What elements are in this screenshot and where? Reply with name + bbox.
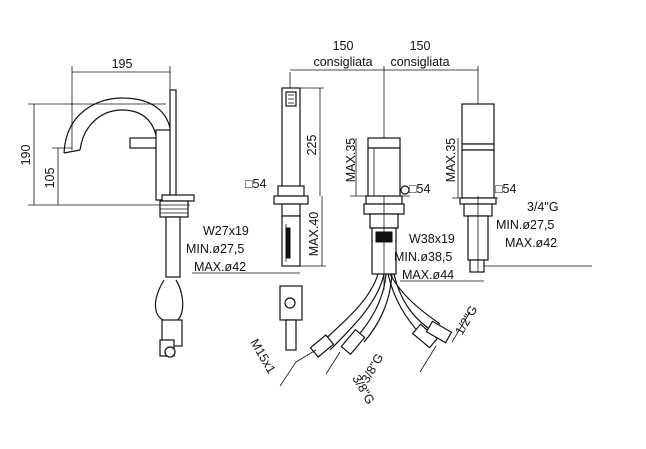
mixer-max-hole: MAX.ø44 (402, 268, 454, 282)
mixer-thread: W38x19 (409, 232, 455, 246)
mixer-min-hole: MIN.ø38,5 (394, 250, 452, 264)
handshower-view: 225 MAX.40 (273, 72, 326, 351)
hose-m15x1: M15x1 (247, 337, 278, 377)
spout-min-hole: MIN.ø27,5 (186, 242, 244, 256)
spout-thread: W27x19 (203, 224, 249, 238)
dim-190: 190 (19, 145, 33, 166)
dim-max-40: MAX.40 (307, 212, 321, 257)
diverter-max-hole: MAX.ø42 (505, 236, 557, 250)
spout-max-hole: MAX.ø42 (194, 260, 246, 274)
diverter-view: MAX.35 □54 3/4"G MIN.ø27,5 MAX.ø42 (444, 103, 592, 273)
diverter-thread: 3/4"G (527, 200, 559, 214)
dim-150-right: 150 (410, 39, 431, 53)
square-54-spout: □54 (245, 177, 267, 191)
mixer-view: MAX.35 □54 W38x19 MIN.ø38,5 MAX.ø44 (344, 137, 484, 290)
hose-1-2-g: 1/2"G (452, 303, 480, 337)
dim-150-left: 150 (333, 39, 354, 53)
diverter-max-35: MAX.35 (444, 138, 458, 183)
diverter-min-hole: MIN.ø27,5 (496, 218, 554, 232)
spacing-dimensions: 150 150 consigliata consigliata (290, 39, 479, 140)
dim-105: 105 (43, 168, 57, 189)
dim-195: 195 (112, 57, 133, 71)
recommended-left: consigliata (313, 55, 372, 69)
square-54-mixer: □54 (409, 182, 431, 196)
spout-view: 195 190 105 □54 W27x19 MIN.ø27,5 MAX.ø42 (19, 57, 300, 358)
recommended-right: consigliata (390, 55, 449, 69)
square-54-diverter: □54 (495, 182, 517, 196)
dim-225: 225 (305, 135, 319, 156)
mixer-max-35: MAX.35 (344, 138, 358, 183)
